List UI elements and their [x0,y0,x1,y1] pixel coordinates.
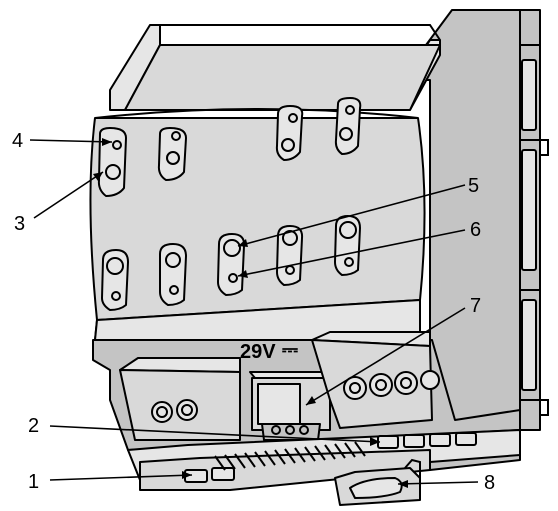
led-indicator [171,131,181,141]
callout-8: 8 [484,472,495,494]
callout-1: 1 [28,471,39,493]
ventilation-grille [214,441,366,471]
led-indicator [288,113,298,123]
terminal-screw-head [156,406,168,418]
channel-button[interactable] [97,127,127,197]
voltage-text: 29V [240,341,276,363]
push-button[interactable] [282,230,298,246]
leader-2 [49,425,381,443]
leader-1 [49,474,193,481]
callout-numbers: 1 2 3 4 5 6 7 8 [12,130,495,494]
bus-connector-plug[interactable] [257,383,301,425]
leader-3-arrow [93,172,103,181]
terminal-screw[interactable] [343,376,367,400]
top-cover-edge [150,24,441,41]
terminal-screw[interactable] [394,371,418,395]
side-slot-upper [521,59,537,131]
terminal-opening [455,432,477,446]
din-rail-clip [334,458,421,506]
bus-pin [271,425,281,435]
leader-8-arrow [398,480,408,488]
callout-3: 3 [14,213,25,235]
bottom-row-buttons [101,215,361,311]
terminal-opening [403,434,425,448]
terminal-openings [377,432,477,449]
clip-edge [404,458,421,478]
push-button[interactable] [339,127,353,141]
bus-pin [299,425,309,435]
led-indicator [344,257,354,267]
terminal-screw-head [181,404,193,416]
leader-5 [237,184,466,247]
push-button[interactable] [165,252,181,268]
callout-7: 7 [470,295,481,317]
terminal-screw[interactable] [420,370,440,390]
terminal-opening [429,433,451,447]
push-button[interactable] [106,257,124,275]
terminal-block-left [119,357,241,441]
terminal-screw[interactable] [176,399,198,421]
bus-connector [249,371,331,441]
leader-1-arrow [182,471,192,479]
callout-6: 6 [470,219,481,241]
led-indicator [345,105,355,115]
led-indicator [169,285,179,295]
side-slot-lower [521,299,537,391]
callout-4: 4 [12,130,23,152]
terminal-screw[interactable] [369,373,393,397]
bus-pin [285,425,295,435]
leader-5-arrow [238,239,248,247]
leader-4 [29,139,113,143]
leader-7-arrow [306,396,316,405]
side-slot-middle [521,149,537,271]
voltage-label: 29V ⎓ [240,339,298,363]
push-button[interactable] [339,221,357,239]
push-button[interactable] [166,151,180,165]
terminal-screw-head [349,382,361,394]
terminal-opening [377,435,399,449]
leader-6 [237,229,466,277]
push-button[interactable] [223,239,241,257]
vent-slots [214,441,366,471]
callout-2: 2 [28,415,39,437]
leader-3 [33,171,104,219]
led-indicator [112,140,122,150]
leader-2-arrow [370,437,380,446]
leader-lines [29,138,479,488]
terminal-screw-head [400,377,412,389]
top-row-buttons [97,97,362,197]
dc-symbol: ⎓ [282,339,298,361]
terminal-screw-head [375,379,387,391]
leader-6-arrow [238,270,248,278]
push-button[interactable] [281,138,295,152]
leader-7 [305,307,466,406]
terminal-screw[interactable] [151,401,173,423]
led-indicator [111,291,121,301]
led-indicator [228,273,238,283]
side-rail-notch [520,44,549,416]
push-button[interactable] [105,164,121,180]
terminal-block-right [311,331,440,429]
leader-4-arrow [102,138,112,146]
top-cover [124,44,441,111]
led-indicator [285,265,295,275]
channel-button[interactable] [275,105,304,161]
leader-8 [397,481,479,485]
terminal-opening [211,467,235,481]
front-face-top-edge [94,108,419,119]
callout-5: 5 [468,175,479,197]
